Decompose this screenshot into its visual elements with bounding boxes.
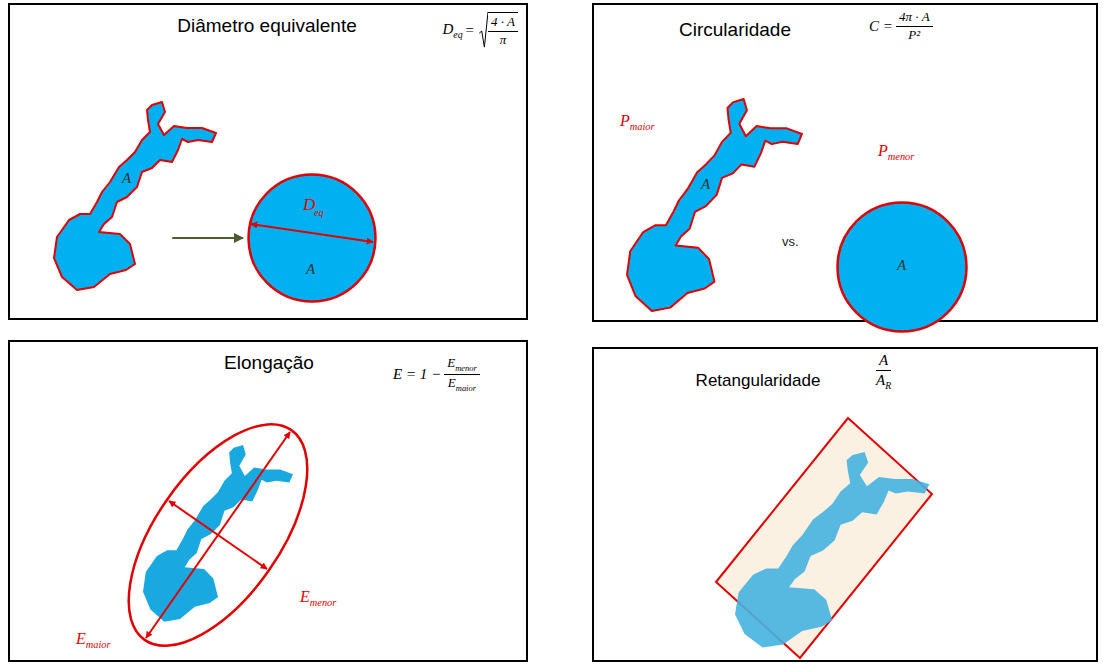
axis-label: Emenor [300, 588, 336, 608]
formula-operator: = [466, 22, 474, 39]
rectangularity-formula: A AR [873, 352, 894, 391]
axis-subscript: maior [86, 639, 111, 650]
formula-symbol: D [443, 21, 454, 37]
shape-label: D [303, 195, 315, 215]
fraction: A AR [873, 352, 894, 391]
particle-shape [735, 452, 929, 648]
particle-outline [54, 102, 216, 290]
minor-axis [169, 501, 267, 569]
axis-subscript: menor [310, 597, 337, 608]
axis-symbol: E [76, 630, 86, 647]
fraction: 4π · A P² [896, 10, 933, 43]
panel-title: Diâmetro equivalente [177, 15, 357, 37]
panel: Retangularidade [592, 347, 1098, 662]
perimeter-subscript: maior [630, 121, 655, 132]
formula-subscript: maior [456, 383, 476, 393]
shape-label: eq [314, 207, 323, 218]
panel-title: Elongação [224, 352, 314, 374]
perimeter-label: Pmenor [878, 142, 914, 162]
square-root: 4 · A π [479, 12, 518, 48]
perimeter-symbol: P [878, 142, 888, 159]
equivalent-circle: DeqA [247, 173, 377, 303]
rectangularity-figure [716, 418, 932, 658]
transform-arrow [172, 237, 243, 239]
formula-numerator: Emenor [444, 356, 480, 375]
fraction: 4 · A π [488, 12, 518, 48]
elongation-figure [94, 395, 342, 664]
axis-label: Emaior [76, 630, 111, 650]
equivalent-diameter-formula: Deq = 4 · A π [443, 12, 518, 48]
panel: CircularidadeA A [592, 3, 1098, 322]
radical-sign [479, 12, 488, 48]
formula-numerator: 4 · A [488, 15, 518, 32]
formula-symbol: E [448, 375, 456, 390]
formula-symbol: E [447, 355, 455, 370]
perimeter-symbol: P [620, 112, 630, 129]
formula-subscript: menor [455, 363, 477, 373]
formula-numerator: 4π · A [896, 10, 933, 27]
panel: Diâmetro equivalenteADeqA [8, 3, 528, 320]
panel-title: Circularidade [679, 19, 791, 41]
formula-symbol: Deq [443, 21, 463, 40]
panel-title: Retangularidade [696, 371, 821, 391]
axis-symbol: E [300, 588, 310, 605]
shape-label: A [701, 176, 710, 193]
shape-label: A [897, 257, 906, 274]
perimeter-subscript: menor [888, 151, 915, 162]
equivalent-circle: A [836, 201, 968, 333]
bounding-rectangle [716, 418, 932, 658]
formula-symbol: A [876, 372, 885, 388]
shape-label: A [122, 170, 131, 187]
circularity-formula: C = 4π · A P² [866, 10, 933, 43]
formula-subscript: R [885, 380, 891, 391]
diameter-line [251, 224, 373, 242]
fitted-ellipse [94, 395, 342, 664]
formula-denominator: π [497, 32, 510, 48]
formula-denominator: Emaior [445, 375, 479, 393]
fraction: Emenor Emaior [444, 356, 480, 394]
formula-symbol: C = [869, 18, 893, 35]
elongation-formula: E = 1 − Emenor Emaior [390, 356, 480, 394]
comparison-label: vs. [782, 234, 799, 249]
circle-outline [247, 173, 377, 303]
formula-subscript: eq [453, 29, 462, 40]
shape-label: A [306, 261, 315, 278]
particle-shape: A [54, 102, 216, 290]
perimeter-label: Pmaior [620, 112, 655, 132]
formula-denominator: AR [873, 371, 894, 391]
major-axis [146, 432, 290, 638]
formula-numerator: A [876, 352, 891, 371]
formula-symbol: E = 1 − [393, 366, 441, 383]
formula-denominator: P² [905, 27, 923, 43]
